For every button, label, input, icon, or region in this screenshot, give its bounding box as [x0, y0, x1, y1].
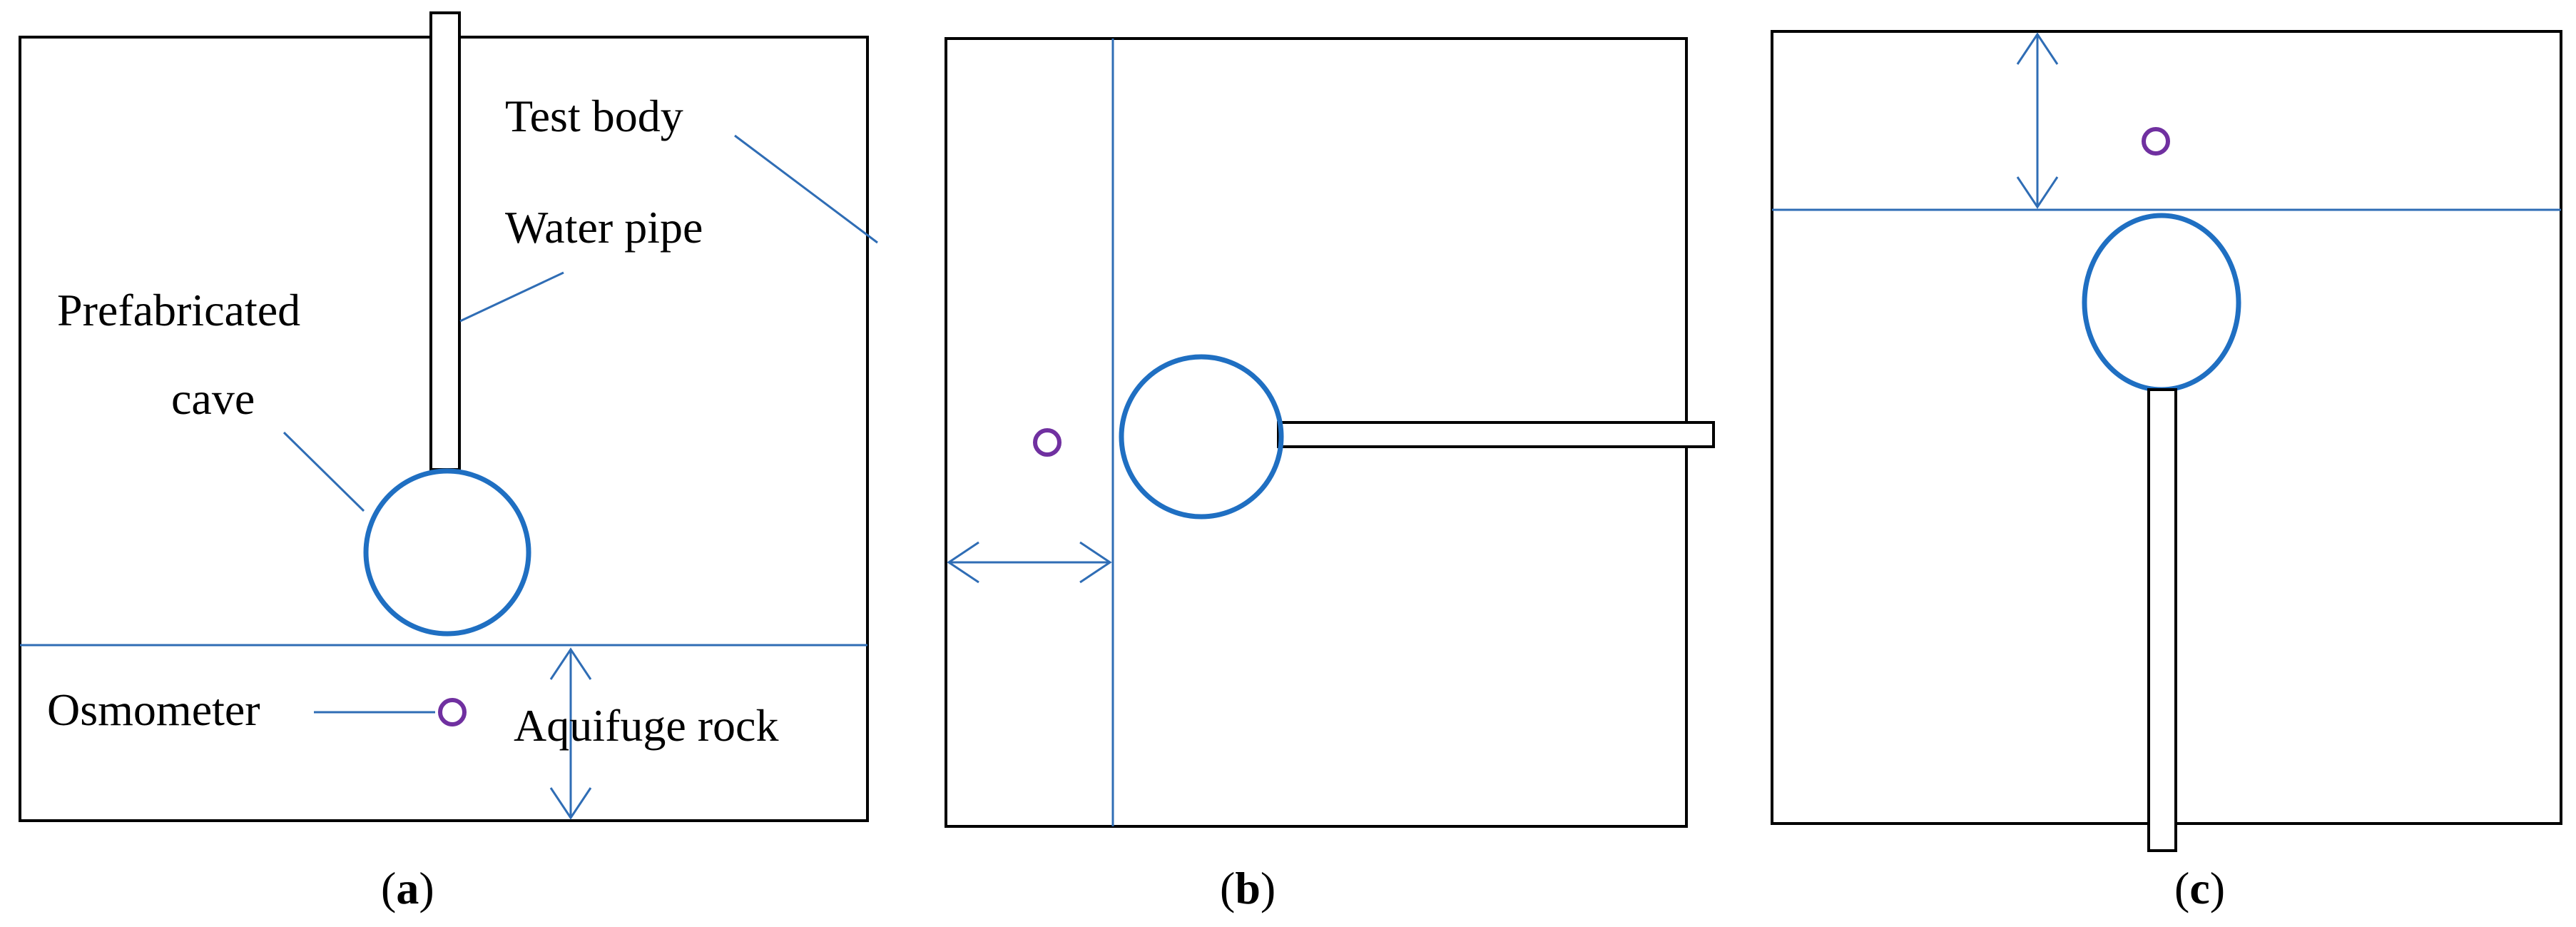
panel-c-thickness-arrow — [2016, 32, 2059, 209]
panel-c-osmometer — [2142, 127, 2170, 156]
label-prefabricated: Prefabricated — [57, 285, 300, 335]
panel-b-thickness-arrow — [947, 541, 1112, 584]
label-osmometer: Osmometer — [47, 684, 260, 735]
label-test-body: Test body — [505, 91, 683, 141]
caption-b: (b) — [1220, 863, 1276, 913]
panel-a-thickness-arrow — [549, 647, 592, 820]
panel-b-osmometer — [1033, 428, 1062, 457]
label-water-pipe: Water pipe — [505, 202, 703, 253]
panel-c-water-pipe — [2147, 388, 2177, 852]
panel-a: Test body Water pipe Prefabricated cave … — [19, 11, 878, 913]
panel-a-prefabricated-cave — [363, 468, 531, 637]
caption-c: (c) — [2174, 863, 2225, 913]
panel-b-water-pipe — [1277, 421, 1715, 448]
panel-a-osmometer — [438, 698, 467, 726]
panel-c: (c) — [1771, 30, 2562, 913]
panel-b: (b) — [945, 37, 1715, 913]
panel-a-test-body-leader — [734, 134, 878, 244]
panel-b-prefabricated-cave — [1119, 354, 1284, 520]
panel-a-water-pipe-leader — [459, 271, 564, 323]
panel-a-water-pipe — [429, 11, 461, 471]
label-cave: cave — [171, 373, 255, 424]
caption-a: (a) — [381, 863, 434, 913]
label-aquifuge-rock: Aquifuge rock — [514, 700, 778, 751]
panel-a-cave-leader — [282, 431, 365, 512]
